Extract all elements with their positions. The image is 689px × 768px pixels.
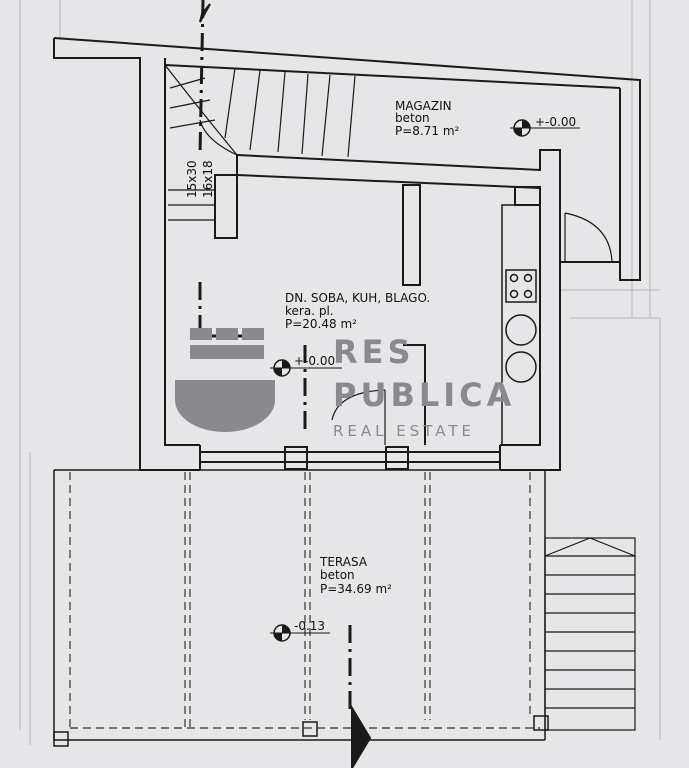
magazin-level: +-0.00 bbox=[535, 115, 576, 129]
magazin-area: P=8.71 m² bbox=[395, 124, 460, 138]
watermark-logo bbox=[175, 328, 275, 432]
walls bbox=[53, 37, 641, 471]
kitchen-counter bbox=[501, 204, 541, 446]
level-marker-terrace bbox=[270, 624, 330, 642]
watermark-line1: RES bbox=[333, 333, 415, 371]
background-grid bbox=[19, 0, 661, 745]
stair-dimension-1: 15x30 bbox=[185, 160, 199, 198]
terrace-level: -0.13 bbox=[294, 619, 325, 633]
level-marker-magazin bbox=[510, 119, 580, 137]
terrace-floor: beton bbox=[320, 568, 355, 582]
watermark: RES PUBLICA REAL ESTATE bbox=[175, 328, 515, 440]
doors bbox=[331, 212, 613, 445]
stair-dimension-2: 16x18 bbox=[201, 160, 215, 198]
section-arrows bbox=[199, 3, 372, 768]
room-area: P=20.48 m² bbox=[285, 317, 357, 331]
room-name: DN. SOBA, KUH, BLAGO. bbox=[285, 291, 430, 305]
watermark-line2: PUBLICA bbox=[333, 376, 515, 414]
room-level: +-0.00 bbox=[294, 354, 335, 368]
staircase bbox=[164, 64, 356, 221]
room-floor: kera. pl. bbox=[285, 304, 334, 318]
level-marker-room bbox=[270, 359, 342, 377]
magazin-floor: beton bbox=[395, 111, 430, 125]
terrace-dashed-lines bbox=[69, 472, 540, 730]
terrace-area: P=34.69 m² bbox=[320, 582, 392, 596]
exterior-stairs bbox=[544, 537, 636, 731]
watermark-line3: REAL ESTATE bbox=[333, 422, 475, 440]
terrace-name: TERASA bbox=[319, 555, 368, 569]
magazin-name: MAGAZIN bbox=[395, 99, 452, 113]
